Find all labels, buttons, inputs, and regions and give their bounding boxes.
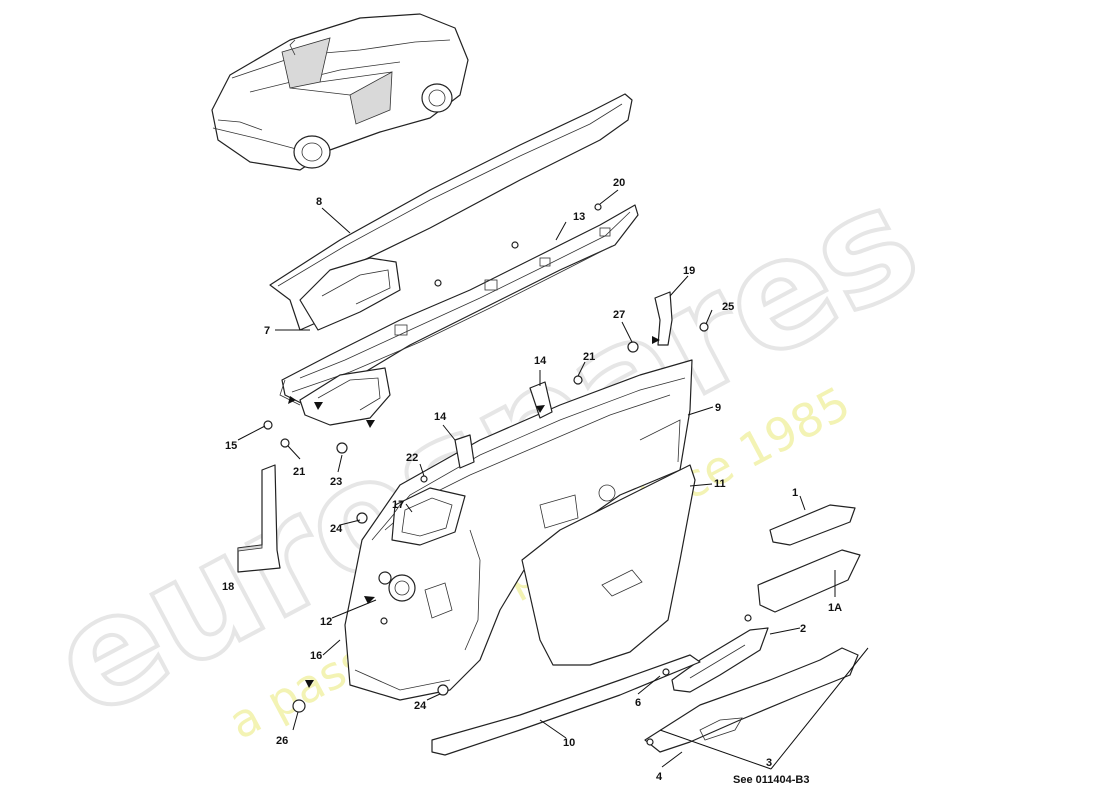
callout-22: 22 (406, 452, 418, 464)
callout-24-lower: 24 (414, 700, 427, 712)
callout-14-upper: 14 (534, 355, 547, 367)
callout-9: 9 (715, 402, 721, 414)
callout-18: 18 (222, 581, 234, 593)
callout-1a: 1A (828, 602, 842, 614)
callout-3: 3 (766, 757, 772, 769)
callout-1: 1 (792, 487, 798, 499)
callout-13: 13 (573, 211, 585, 223)
callout-26: 26 (276, 735, 288, 747)
leader-lines (237, 189, 869, 770)
callout-3-reference: See 011404-B3 (733, 774, 809, 786)
callout-11: 11 (714, 478, 726, 490)
callout-14-lower: 14 (434, 411, 447, 423)
callout-23: 23 (330, 476, 342, 488)
callout-labels: 8 7 13 20 19 25 27 9 11 14 21 14 15 21 2… (222, 177, 842, 786)
part-14-brackets (454, 381, 553, 469)
part-8-upper-rail (269, 93, 633, 331)
part-2-switch-bracket (671, 627, 769, 693)
callout-20: 20 (613, 177, 625, 189)
callout-27: 27 (613, 309, 625, 321)
callout-19: 19 (683, 265, 695, 277)
part-1-armrest-pad (769, 504, 856, 546)
part-18-foam-block (237, 464, 281, 573)
fasteners (263, 203, 752, 746)
callout-17: 17 (392, 499, 404, 511)
callout-10: 10 (563, 737, 575, 749)
callout-2: 2 (800, 623, 806, 635)
part-11-card-panel (521, 464, 696, 666)
part-10-sill-strip (431, 654, 701, 756)
callout-16: 16 (310, 650, 322, 662)
part-17-handle-surround (394, 501, 403, 513)
car-thumbnail (211, 13, 469, 171)
callout-12: 12 (320, 616, 332, 628)
part-1a-armrest (757, 549, 861, 613)
part-13-upper-frame (279, 204, 639, 426)
callout-24-upper: 24 (330, 523, 343, 535)
callout-15: 15 (225, 440, 237, 452)
callout-7: 7 (264, 325, 270, 337)
callout-21-upper: 21 (583, 351, 595, 363)
callout-4: 4 (656, 771, 663, 783)
callout-25: 25 (722, 301, 734, 313)
callout-21-lower: 21 (293, 466, 305, 478)
callout-8: 8 (316, 196, 322, 208)
part-19-bracket (654, 291, 673, 346)
callout-6: 6 (635, 697, 641, 709)
